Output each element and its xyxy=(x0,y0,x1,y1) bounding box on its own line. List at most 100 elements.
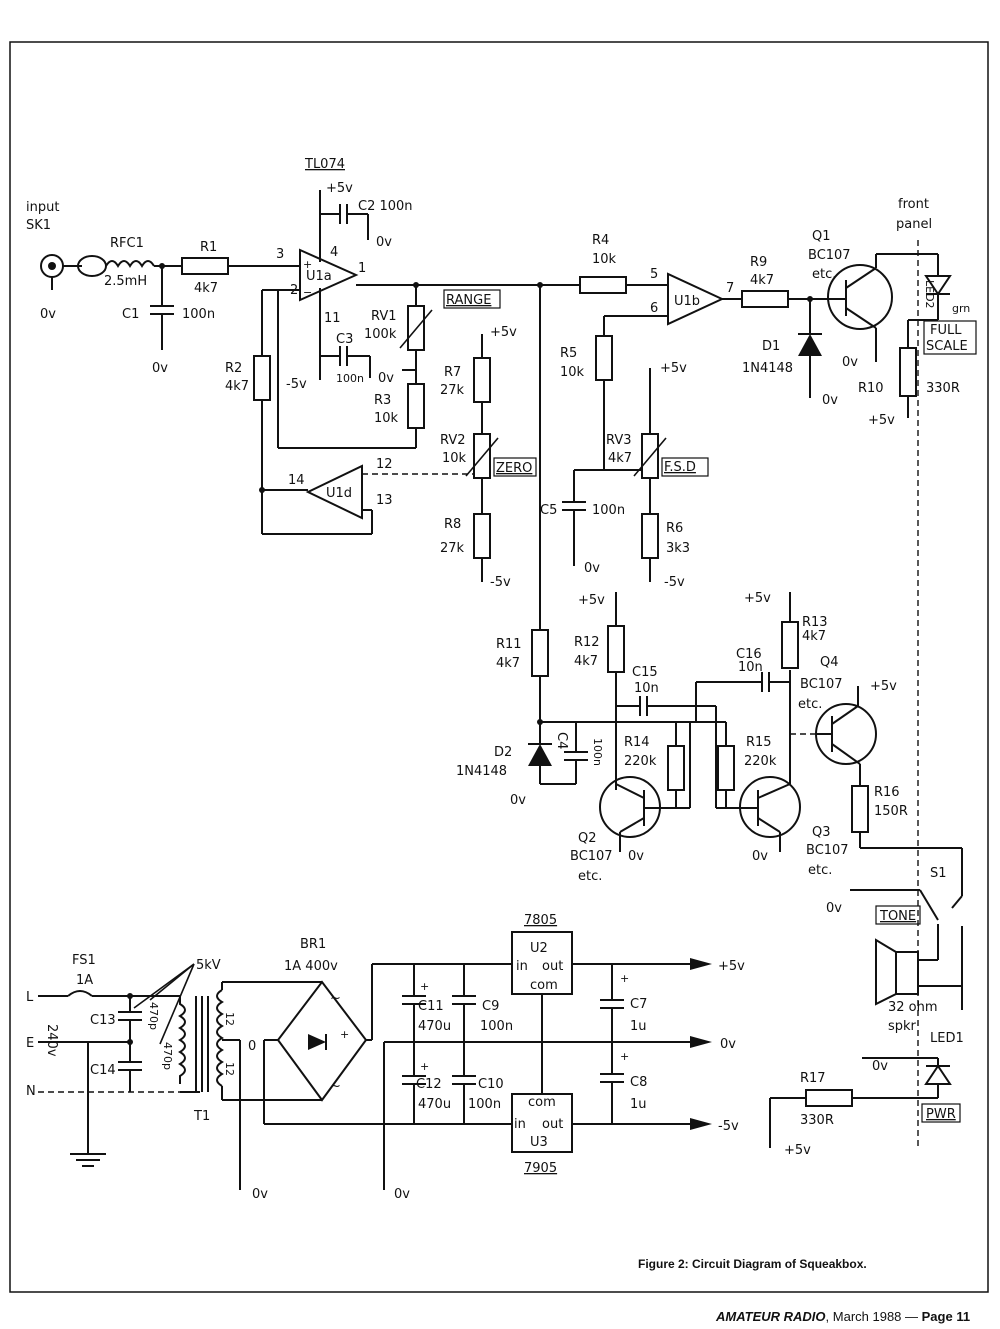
full-scale-box xyxy=(923,320,977,355)
fsd-label: F.S.D xyxy=(664,460,696,475)
figure-caption: Figure 2: Circuit Diagram of Squeakbox. xyxy=(638,1257,867,1271)
fs1-label: FS1 xyxy=(72,953,96,968)
pin14-label: 14 xyxy=(288,473,305,488)
pin4-label: 4 xyxy=(330,245,338,260)
rv1-value: 100k xyxy=(364,327,397,342)
page-number: Page 11 xyxy=(921,1309,971,1324)
r16-label: R16 xyxy=(874,785,900,800)
u1d-stage: U1d 14 12 13 xyxy=(262,457,476,535)
pin12-label: 12 xyxy=(376,457,393,472)
kv5-label: 5kV xyxy=(196,958,221,973)
r8-resistor xyxy=(473,513,491,559)
u1a-label: U1a xyxy=(306,269,332,284)
r9-resistor xyxy=(741,290,789,308)
c5-value: 100n xyxy=(592,503,625,518)
t1-12b: 12 xyxy=(223,1062,236,1076)
panel-label: panel xyxy=(896,217,932,232)
input-stage: input SK1 0v RFC1 2.5mH R1 4k7 C1 100n 0… xyxy=(26,200,300,376)
full-label: FULL xyxy=(930,323,962,338)
e-label: E xyxy=(26,1036,34,1051)
r6-resistor xyxy=(641,513,659,559)
pin13-label: 13 xyxy=(376,493,393,508)
c5-label: C5 xyxy=(540,503,557,518)
tone-label: TONE xyxy=(879,909,916,924)
rv1-label: RV1 xyxy=(371,309,397,324)
r11-value: 4k7 xyxy=(496,656,520,671)
r15-resistor xyxy=(717,745,735,791)
r4-value: 10k xyxy=(592,252,617,267)
c7-plus: + xyxy=(620,972,629,985)
led1-label: LED1 xyxy=(930,1031,964,1046)
u2-in: in xyxy=(516,959,528,974)
rfc1-inductor xyxy=(77,255,107,277)
rfc1-label: RFC1 xyxy=(110,236,144,251)
r8-m5v: -5v xyxy=(490,575,511,590)
tone-box xyxy=(875,905,921,925)
c11-label: C11 xyxy=(418,999,444,1014)
r12-value: 4k7 xyxy=(574,654,598,669)
q1-etc: etc. xyxy=(812,267,836,282)
pin11-label: 11 xyxy=(324,311,341,326)
r17-label: R17 xyxy=(800,1071,826,1086)
q1-value: BC107 xyxy=(808,248,851,263)
r15-value: 220k xyxy=(744,754,777,769)
d2-0v: 0v xyxy=(510,793,526,808)
d1-0v: 0v xyxy=(822,393,838,408)
c3-0v: 0v xyxy=(378,371,394,386)
t1-0-label: 0 xyxy=(248,1039,256,1054)
led2 xyxy=(924,275,952,296)
u1a-stage: U1a + − TL074 3 2 4 1 11 +5v C2 100n 0v … xyxy=(225,157,580,534)
c3-value: 100n xyxy=(336,372,364,385)
q1-transistor xyxy=(827,264,893,330)
r14-resistor xyxy=(667,745,685,791)
l-label: L xyxy=(26,990,34,1005)
u1b-stage: R4 10k U1b 5 6 7 R5 10k +5v -5v RV3 4k7 … xyxy=(540,233,734,590)
q4-value: BC107 xyxy=(800,677,843,692)
u1a-p5v: +5v xyxy=(326,181,353,196)
fs1-value: 1A xyxy=(76,973,93,988)
br1-tilde-top: ~ xyxy=(330,991,341,1006)
q1-0v: 0v xyxy=(842,355,858,370)
c12-value: 470u xyxy=(418,1097,451,1112)
u2-part: 7805 xyxy=(524,913,557,928)
front-label: front xyxy=(898,197,929,212)
d2-label: D2 xyxy=(494,745,512,760)
u3-com: com xyxy=(528,1095,556,1110)
t1-label: T1 xyxy=(193,1109,210,1124)
r6-m5v: -5v xyxy=(664,575,685,590)
c4-label: C4 xyxy=(554,732,569,749)
pin3-label: 3 xyxy=(276,247,284,262)
c11-plus: + xyxy=(420,980,429,993)
c16-value: 10n xyxy=(738,660,763,675)
rail-m5v: -5v xyxy=(718,1119,739,1134)
c12-label: C12 xyxy=(416,1077,442,1092)
t1-primary xyxy=(178,996,186,1084)
r4-label: R4 xyxy=(592,233,609,248)
c12-plus: + xyxy=(420,1060,429,1073)
d1-label: D1 xyxy=(762,339,780,354)
scale-label: SCALE xyxy=(926,339,968,354)
rfc1-value: 2.5mH xyxy=(104,274,147,289)
r13-label: R13 xyxy=(802,615,828,630)
r13-p5v: +5v xyxy=(744,591,771,606)
pin5-label: 5 xyxy=(650,267,658,282)
switch-speaker: S1 0v TONE 32 ohm spkr xyxy=(826,848,963,1034)
tone-0v: 0v xyxy=(826,901,842,916)
r9-value: 4k7 xyxy=(750,273,774,288)
c8-label: C8 xyxy=(630,1075,647,1090)
u1b-label: U1b xyxy=(674,294,700,309)
r1-resistor xyxy=(181,257,229,275)
d2-value: 1N4148 xyxy=(456,764,507,779)
c3-label: C3 xyxy=(336,332,353,347)
zero-network: +5v -5v R7 27k RV2 10k ZERO R8 27k xyxy=(440,325,537,590)
pwr-box xyxy=(921,1103,961,1123)
r12-p5v: +5v xyxy=(578,593,605,608)
q1-label: Q1 xyxy=(812,229,831,244)
c9-value: 100n xyxy=(480,1019,513,1034)
c7-label: C7 xyxy=(630,997,647,1012)
page-footer: AMATEUR RADIO, March 1988 — Page 11 xyxy=(716,1309,970,1324)
u2-com: com xyxy=(530,978,558,993)
oscillator: R11 4k7 D2 1N4148 0v C4 100n +5v R12 4k7… xyxy=(456,285,962,884)
led1-0v: 0v xyxy=(872,1059,888,1074)
